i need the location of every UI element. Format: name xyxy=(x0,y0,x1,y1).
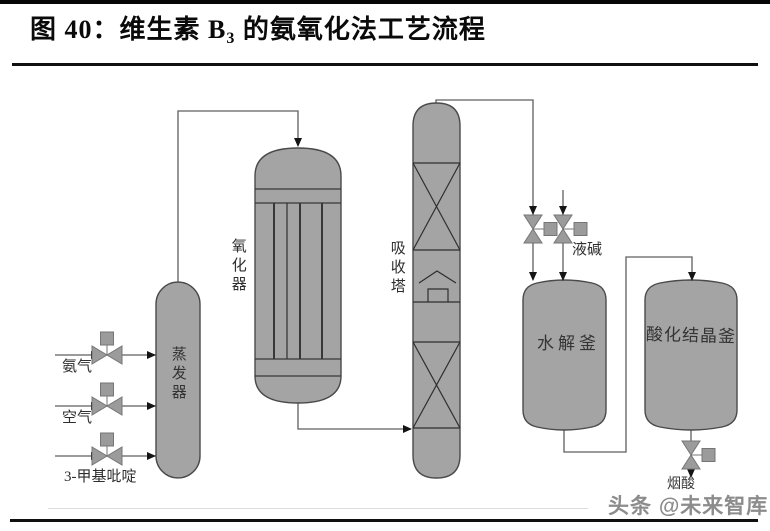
figure-title-subscript: 3 xyxy=(226,30,236,47)
bottom-border-rule xyxy=(10,519,758,522)
feed-label-ammonia: 氨气 xyxy=(62,359,93,375)
valve-icon xyxy=(91,331,123,365)
arrow-icon xyxy=(403,425,412,433)
oxidizer-vessel xyxy=(254,147,342,404)
evaporator-label: 蒸发器 xyxy=(169,346,186,403)
oxidizer-internals xyxy=(255,188,341,377)
arrow-icon xyxy=(147,402,156,410)
arrow-icon xyxy=(147,351,156,359)
crystallizer-kettle-label: 酸化结晶釜 xyxy=(645,324,737,347)
absorber-label: 吸收塔 xyxy=(388,240,405,297)
arrow-icon xyxy=(559,272,567,281)
arrow-icon xyxy=(294,138,302,147)
distributor-riser-icon xyxy=(427,288,449,302)
watermark-text: 头条 @未来智库 xyxy=(608,495,769,518)
niacin-label: 烟酸 xyxy=(667,477,695,492)
distributor-chevron-icon xyxy=(418,270,457,284)
vessels xyxy=(155,102,738,479)
oxidizer-label: 氧化器 xyxy=(229,238,246,295)
valves xyxy=(91,214,716,470)
arrow-icon xyxy=(529,272,537,281)
arrow-icon xyxy=(529,206,537,215)
figure-title-prefix: 图 40：维生素 B xyxy=(30,15,227,44)
crystallizer-kettle-vessel xyxy=(644,279,738,431)
valve-icon xyxy=(681,440,716,470)
valve-icon xyxy=(523,214,558,244)
valve-icon xyxy=(91,432,123,466)
valve-icon xyxy=(91,382,123,416)
absorber-column-vessel xyxy=(412,102,461,479)
arrow-icon xyxy=(687,469,695,478)
pipe-evaporator-to-oxidizer xyxy=(177,110,299,284)
top-border-rule xyxy=(0,0,770,4)
hydrolysis-kettle-label: 水解釜 xyxy=(537,334,600,353)
valve-icon xyxy=(553,214,588,244)
figure-title: 图 40：维生素 B3 的氨氧化法工艺流程 xyxy=(30,9,486,48)
hydrolysis-kettle-vessel xyxy=(522,279,607,431)
feed-label-air: 空气 xyxy=(62,410,93,426)
pipe-hydrolysis-to-crystallizer xyxy=(563,256,693,453)
feed-label-3-methylpyridine: 3-甲基吡啶 xyxy=(64,469,137,485)
title-divider-rule xyxy=(12,63,758,66)
pipe-oxidizer-to-absorber xyxy=(297,401,411,430)
figure-title-suffix: 的氨氧化法工艺流程 xyxy=(235,15,486,44)
evaporator-vessel xyxy=(155,281,201,479)
arrow-icon xyxy=(688,272,696,281)
arrow-icon xyxy=(559,206,567,215)
figure-bottom-edge xyxy=(48,508,588,509)
absorber-internals xyxy=(412,162,461,429)
liquid-alkali-label: 液碱 xyxy=(572,242,603,258)
arrow-icon xyxy=(147,452,156,460)
